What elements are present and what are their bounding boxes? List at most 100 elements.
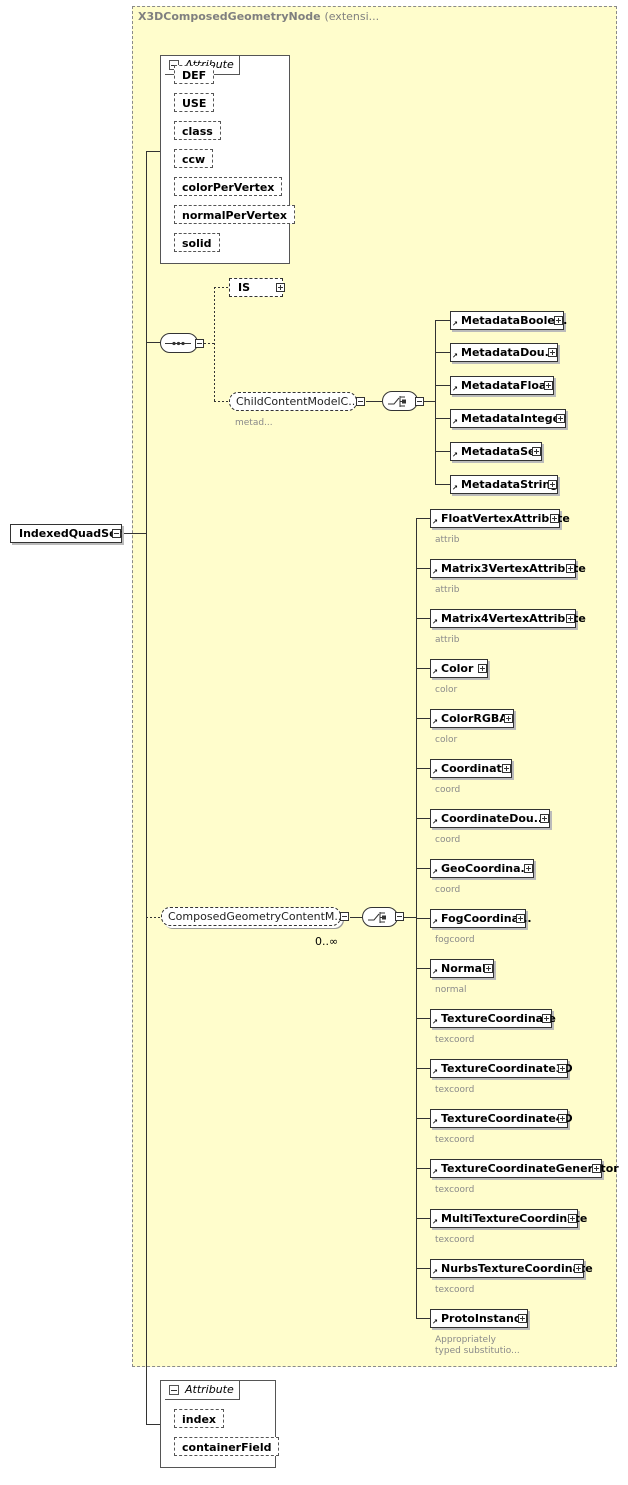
expand-icon[interactable] (554, 316, 563, 325)
container-field-note: texcoord (435, 1285, 475, 1295)
expand-icon[interactable] (518, 1314, 527, 1323)
container-field-note: coord (435, 835, 461, 845)
container-field-note: color (435, 685, 458, 695)
composed-node[interactable]: ↗TextureCoordinate (430, 1009, 556, 1028)
composed-node[interactable]: ↗CoordinateDou... (430, 809, 550, 828)
composed-node[interactable]: ↗TextureCoordinate4D (430, 1109, 573, 1128)
expand-icon[interactable] (548, 348, 557, 357)
reference-arrow-icon: ↗ (432, 718, 438, 726)
metadata-node[interactable]: ↗MetadataSet (450, 442, 542, 461)
root-node-indexedquadset[interactable]: IndexedQuadSet (10, 524, 122, 543)
collapse-icon[interactable] (395, 912, 404, 921)
expand-icon[interactable] (558, 1064, 567, 1073)
attribute-class[interactable]: class (174, 121, 221, 140)
reference-arrow-icon: ↗ (432, 1118, 438, 1126)
attribute-colorpervertex[interactable]: colorPerVertex (174, 177, 283, 196)
collapse-icon[interactable] (112, 529, 121, 538)
reference-arrow-icon: ↗ (432, 768, 438, 776)
attribute-def[interactable]: DEF (174, 65, 215, 84)
expand-icon[interactable] (566, 564, 575, 573)
choice-compositor[interactable] (382, 391, 418, 411)
composed-node[interactable]: ↗MultiTextureCoordinate (430, 1209, 587, 1228)
metadata-node[interactable]: ↗MetadataDou... (450, 343, 558, 362)
expand-icon[interactable] (484, 964, 493, 973)
metadata-node[interactable]: ↗MetadataString (450, 475, 558, 494)
expand-icon[interactable] (558, 1114, 567, 1123)
composed-node[interactable]: ↗Color (430, 659, 488, 678)
container-field-note: texcoord (435, 1235, 475, 1245)
extension-title: X3DComposedGeometryNode (extensi... (138, 10, 380, 23)
expand-icon[interactable] (524, 864, 533, 873)
reference-arrow-icon: ↗ (452, 451, 458, 459)
attribute-containerfield[interactable]: containerField (174, 1437, 280, 1456)
attribute-header[interactable]: Attribute (165, 1381, 240, 1400)
expand-icon[interactable] (502, 764, 511, 773)
composed-node[interactable]: ↗GeoCoordina... (430, 859, 534, 878)
container-field-note: fogcoord (435, 935, 475, 945)
container-field-note: normal (435, 985, 467, 995)
reference-arrow-icon: ↗ (432, 568, 438, 576)
metadata-node[interactable]: ↗MetadataBoole... (450, 311, 567, 330)
reference-arrow-icon: ↗ (432, 1268, 438, 1276)
reference-arrow-icon: ↗ (452, 385, 458, 393)
attribute-normalpervertex[interactable]: normalPerVertex (174, 205, 296, 224)
composed-geometry-content-group[interactable]: ComposedGeometryContentM... (161, 907, 345, 926)
sequence-icon (165, 341, 191, 346)
collapse-icon[interactable] (415, 397, 424, 406)
container-field-note: typed substitutio... (435, 1346, 520, 1356)
is-node[interactable]: IS (229, 278, 285, 297)
attribute-solid[interactable]: solid (174, 233, 220, 252)
composed-node[interactable]: ↗Matrix3VertexAttribute (430, 559, 586, 578)
reference-arrow-icon: ↗ (432, 618, 438, 626)
attribute-ccw[interactable]: ccw (174, 149, 214, 168)
container-field-note: coord (435, 885, 461, 895)
choice-icon (368, 912, 386, 923)
expand-icon[interactable] (516, 914, 525, 923)
composed-node[interactable]: ↗NurbsTextureCoordinate (430, 1259, 593, 1278)
expand-icon[interactable] (568, 1214, 577, 1223)
expand-icon[interactable] (504, 714, 513, 723)
expand-icon[interactable] (540, 814, 549, 823)
expand-icon[interactable] (566, 614, 575, 623)
expand-icon[interactable] (276, 283, 285, 292)
expand-icon[interactable] (556, 414, 565, 423)
choice-compositor[interactable] (362, 907, 398, 927)
reference-arrow-icon: ↗ (432, 1068, 438, 1076)
expand-icon[interactable] (544, 381, 553, 390)
expand-icon[interactable] (542, 1014, 551, 1023)
metadata-node[interactable]: ↗MetadataInteger (450, 409, 566, 428)
collapse-icon[interactable] (340, 912, 349, 921)
container-field-note: Appropriately (435, 1335, 496, 1345)
reference-arrow-icon: ↗ (432, 818, 438, 826)
expand-icon[interactable] (532, 447, 541, 456)
metadata-node[interactable]: ↗MetadataFloat (450, 376, 554, 395)
reference-arrow-icon: ↗ (432, 1018, 438, 1026)
collapse-icon[interactable] (356, 397, 365, 406)
sequence-compositor[interactable] (160, 333, 198, 353)
container-field-note: texcoord (435, 1085, 475, 1095)
expand-icon[interactable] (550, 514, 559, 523)
expand-icon[interactable] (478, 664, 487, 673)
reference-arrow-icon: ↗ (432, 518, 438, 526)
composed-node[interactable]: ↗Matrix4VertexAttribute (430, 609, 586, 628)
expand-icon[interactable] (592, 1164, 601, 1173)
occurrence-label: 0..∞ (315, 935, 339, 948)
composed-node[interactable]: ↗FogCoordina... (430, 909, 532, 928)
collapse-icon[interactable] (195, 339, 204, 348)
collapse-icon[interactable] (169, 1385, 179, 1395)
composed-node[interactable]: ↗TextureCoordinate3D (430, 1059, 573, 1078)
composed-node[interactable]: ↗Coordinate (430, 759, 512, 778)
composed-node[interactable]: ↗ColorRGBA (430, 709, 514, 728)
composed-node[interactable]: ↗Normal (430, 959, 494, 978)
composed-node[interactable]: ↗TextureCoordinateGenerator (430, 1159, 619, 1178)
child-content-model-group[interactable]: ChildContentModelC... (229, 392, 359, 411)
choice-icon (388, 396, 406, 407)
attribute-index[interactable]: index (174, 1409, 225, 1428)
attribute-use[interactable]: USE (174, 93, 215, 112)
reference-arrow-icon: ↗ (432, 868, 438, 876)
composed-node[interactable]: ↗FloatVertexAttribute (430, 509, 570, 528)
expand-icon[interactable] (548, 480, 557, 489)
expand-icon[interactable] (574, 1264, 583, 1273)
composed-node[interactable]: ↗ProtoInstance (430, 1309, 528, 1328)
